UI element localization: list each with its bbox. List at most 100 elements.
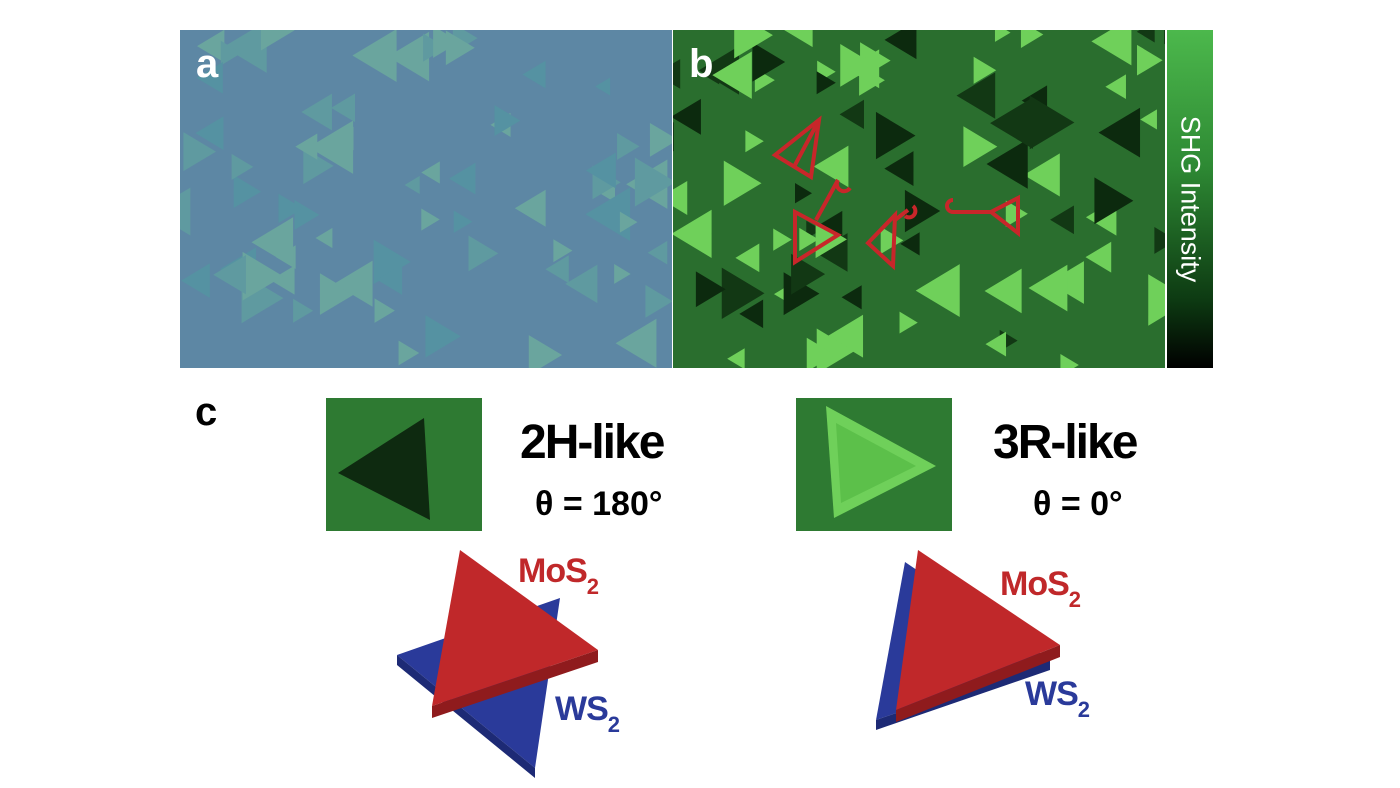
annotation-triangle [865,209,898,271]
flake [195,116,224,150]
flake [387,31,430,82]
stacking-label-2h: 2H-like [520,416,665,469]
flake [1085,241,1112,273]
flake [735,243,760,273]
mos2-triangle-3r [896,550,1060,722]
flake [1098,107,1141,158]
flake [315,227,333,249]
twist-angle-3r: θ = 0° [1033,485,1123,523]
flake [1148,274,1165,326]
flake [242,251,284,301]
shg-thumbnail-3r [796,398,952,531]
flake [293,298,314,323]
flake [673,180,688,215]
flake [453,210,473,233]
flake [899,311,918,334]
flake [196,62,223,94]
flake [494,105,521,137]
flake [773,228,792,251]
flake [647,240,668,265]
flake [986,139,1028,189]
flake [984,268,1022,314]
flake [197,30,225,63]
flake [673,98,701,135]
flake [985,331,1007,357]
flake [514,189,546,227]
flake [973,56,997,84]
flake [734,30,773,59]
flake [739,299,764,329]
flake [334,260,373,307]
flake [585,187,631,242]
ws2-label-3r: WS2 [1025,675,1090,722]
flake [1094,177,1134,225]
flake [900,232,920,256]
flake [376,264,403,295]
shg-thumbnail-2h [326,398,482,531]
flake [421,208,440,231]
flake [278,193,303,224]
flake [1020,30,1044,48]
flake [963,126,998,167]
flake [827,314,864,358]
flake [545,255,569,284]
flake [183,132,217,172]
flake [319,273,355,315]
flake [308,120,354,174]
flake [468,235,499,272]
flake [813,145,849,188]
flake [1140,109,1157,130]
flake [634,157,672,207]
flake [295,133,318,160]
flake [956,72,996,119]
flake [615,318,657,368]
flake [846,49,880,89]
flake [619,211,638,233]
flake [806,337,836,368]
flake [1023,153,1060,197]
mos2-label-2h: MoS2 [518,552,599,599]
flake [745,130,764,153]
flake [915,264,960,318]
flake [421,161,440,184]
flake [673,122,674,152]
flake [712,51,752,99]
optical-micrograph [180,30,672,368]
flake [352,30,397,83]
flake [1028,264,1068,312]
flake [1154,226,1165,254]
flake [752,42,786,82]
flake [260,30,295,51]
flake [794,183,812,204]
flake [645,284,672,318]
flake [875,111,916,160]
shg-map [673,30,1165,368]
flake [884,30,917,60]
flake [374,298,395,323]
mos2-triangle-2h [432,550,598,718]
flake [585,152,616,189]
flake [522,60,546,89]
panel-label-a: a [196,42,219,86]
flake [695,271,726,308]
annotation-triangle [771,115,822,181]
flake [784,30,813,48]
red-triangle-annotations [771,115,1020,271]
shg-image-panel: b [673,30,1165,368]
flake [816,71,836,95]
flake [223,30,267,73]
flake [1091,30,1132,66]
flake [301,93,332,131]
flake [617,132,640,160]
flake [220,40,242,66]
flake [425,315,461,358]
flake [231,153,254,180]
flake [614,264,631,284]
flake [904,189,941,233]
flake [303,147,334,185]
flake [251,217,294,268]
flake [445,30,475,66]
flake [449,162,476,195]
flake [213,255,246,295]
